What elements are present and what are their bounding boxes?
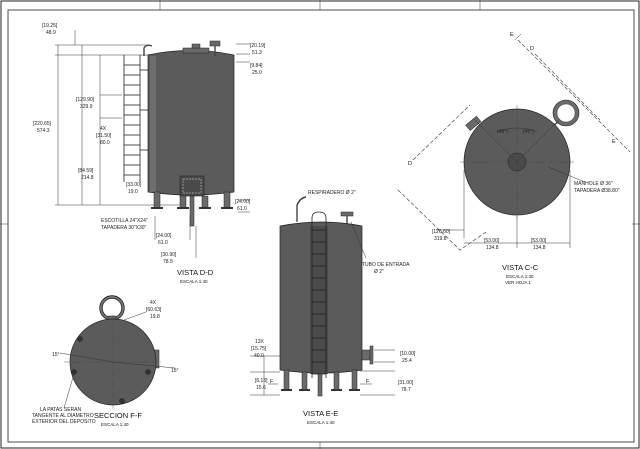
section-f-right: F — [366, 379, 370, 385]
dim-leg-left-a: [24.00] — [156, 233, 172, 239]
dim-right-w-b: 134.8 — [533, 245, 546, 251]
dim-upper-right-a: [20.19] — [250, 43, 266, 49]
dim-lower-a: [84.59] — [78, 168, 94, 174]
dim-hatch-a: [33.00] — [126, 182, 142, 188]
view-f-scale: ESCALA 1:40 — [101, 422, 129, 427]
dim-hatch-b: 19.0 — [128, 189, 138, 195]
view-d-scale: ESCALA 1:40 — [180, 279, 208, 284]
dim-ladder-span-a: [129.90] — [76, 97, 95, 103]
view-d-title: VISTA D-D — [177, 268, 214, 277]
legs-e — [281, 369, 360, 397]
dim-overall-a: [220.65] — [33, 121, 52, 127]
inlet-label-2: Ø 2" — [374, 269, 384, 275]
legs-d — [151, 191, 233, 227]
view-d-d: [19.25] 48.9 [20.19] 51.3 [9.84] 25.0 [1… — [33, 23, 266, 284]
section-f-left: F — [270, 379, 274, 385]
dim-overall-b: 574.3 — [37, 128, 50, 134]
view-e-title: VISTA E-E — [303, 409, 338, 418]
dim-top-total-a: [19.25] — [42, 23, 58, 29]
dim-f-b: [60.63] — [146, 307, 162, 313]
dim-e-right-b: 25.4 — [402, 358, 412, 364]
ladder-e — [311, 211, 327, 378]
dim-e-low-right-b: 78.7 — [401, 387, 411, 393]
view-c-sheet-ref: VER HOJA 1 — [505, 280, 532, 285]
section-d-bottom: D — [408, 161, 412, 167]
leg-note-2: TANGENTE AL DIAMETRO — [32, 413, 94, 419]
dim-top-total-b: 48.9 — [46, 30, 56, 36]
dim-e-left-a: 13X — [255, 339, 265, 345]
manhole-label-2: TAPADERA Ø38.80" — [574, 188, 620, 194]
section-e-right: E — [612, 139, 616, 145]
dim-dia-b: 319.8 — [434, 236, 447, 242]
dim-e-low-left-b: 15.6 — [256, 385, 266, 391]
dim-e-low-right-a: [31.00] — [398, 380, 414, 386]
view-c-scale: ESCALA 1:30 — [506, 274, 534, 279]
angle-right-f: 15° — [171, 368, 179, 374]
dim-left-w-b: 134.8 — [486, 245, 499, 251]
dim-rungs-a: 4X — [100, 126, 107, 132]
dim-leg-left-b: 61.0 — [158, 240, 168, 246]
dim-upper-right-b: 51.3 — [252, 50, 262, 56]
dim-ladder-span-b: 329.9 — [80, 104, 93, 110]
leg-note-1: LA PATAS SERAN — [40, 407, 82, 413]
dim-e-right-a: [10.00] — [400, 351, 416, 357]
view-f-f: 15° 15° 4X [60.63] 19.8 LA PATAS SERAN T… — [32, 295, 179, 427]
dim-base-b: 78.5 — [163, 259, 173, 265]
dim-e-low-left-a: [6.13] — [255, 378, 268, 384]
manhole-label-1: MANHOLE Ø 36" — [574, 181, 613, 187]
dim-left-w-a: [53.00] — [484, 238, 500, 244]
ladder-d — [123, 55, 148, 182]
view-e-e: F F 13X [15.75] 40.0 [10.00] 25.4 [6.13]… — [250, 190, 416, 425]
angle-left-c: (45°) — [497, 129, 508, 135]
dim-rungs-b: [31.50] — [96, 133, 112, 139]
section-d-top: D — [530, 46, 534, 52]
dim-e-left-c: 40.0 — [254, 353, 264, 359]
dim-leg-right-a: [24.00] — [235, 199, 251, 205]
dim-e-left-b: [15.75] — [251, 346, 267, 352]
dim-upper-right2-a: [9.84] — [250, 63, 263, 69]
view-c-title: VISTA C-C — [502, 263, 539, 272]
manway-label-1: ESCOTILLA 24"X24" — [101, 218, 148, 224]
dim-f-c: 19.8 — [150, 314, 160, 320]
section-e-top: E — [510, 32, 514, 38]
tank-body-d — [147, 50, 235, 196]
view-f-title: SECCION F-F — [94, 411, 142, 420]
leg-note-3: EXTERIOR DEL DEPOSITO — [32, 419, 96, 425]
dim-dia-a: [126.60] — [432, 229, 451, 235]
dim-right-w-a: [53.00] — [531, 238, 547, 244]
dim-base-a: [30.90] — [161, 252, 177, 258]
dim-upper-right2-b: 25.0 — [252, 70, 262, 76]
dim-rungs-c: 80.0 — [100, 140, 110, 146]
manway-label-2: TAPADERA 30"X30" — [101, 225, 147, 231]
dim-leg-right-b: 61.0 — [237, 206, 247, 212]
dim-lower-b: 214.8 — [81, 175, 94, 181]
inlet-label-1: TUBO DE ENTRADA — [362, 262, 410, 268]
view-e-scale: ESCALA 1:40 — [307, 420, 335, 425]
angle-left-f: 15° — [52, 352, 60, 358]
respirator-label: RESPIRADERO Ø 2" — [308, 190, 356, 196]
angle-right-c: (45°) — [523, 129, 534, 135]
view-c-c: E D D E (45°) (45°) MANHOLE Ø 36" TAPADE… — [397, 32, 631, 285]
dim-f-a: 4X — [150, 300, 157, 306]
